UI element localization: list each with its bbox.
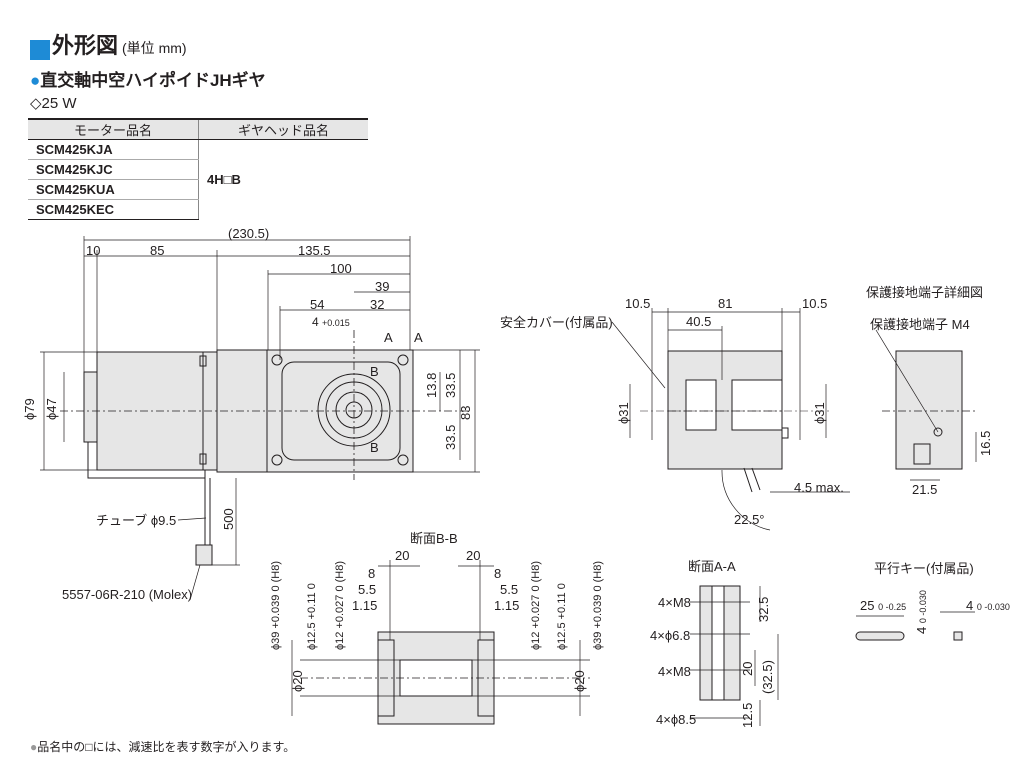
dim-4-5-max: 4.5 max. [794, 480, 844, 495]
dim-4-value: 4 [312, 315, 319, 329]
title-text: 外形図 [52, 33, 119, 58]
dim-bb-1-15-left: 1.15 [352, 598, 378, 613]
dim-39: 39 [375, 279, 390, 294]
dim-bb-5-5-left: 5.5 [358, 582, 377, 597]
dim-85: 85 [150, 243, 165, 258]
dim-aa-32-5: 32.5 [756, 596, 771, 622]
dim-83: 83 [458, 405, 473, 420]
dim-21-5: 21.5 [912, 482, 938, 497]
bullet-dot: ● [30, 71, 41, 90]
dim-key-4-b: 4 0 -0.030 [966, 598, 1010, 613]
motor-name: SCM425KUA [28, 179, 199, 200]
dim-4-tolerance: +0.015 [322, 318, 350, 328]
dim-r81: 81 [718, 296, 733, 311]
motor-name: SCM425KJA [28, 139, 199, 160]
dim-aa-4m8-top: 4×M8 [658, 595, 691, 610]
safety-cover-label: 安全カバー(付属品) [500, 315, 613, 330]
dim-r-phi31-left: ϕ31 [616, 402, 631, 424]
dim-10: 10 [86, 243, 101, 258]
dim-500: 500 [221, 508, 236, 530]
motor-name: SCM425KEC [28, 199, 199, 220]
dim-13-8: 13.8 [424, 372, 439, 398]
motor-name: SCM425KJC [28, 159, 199, 180]
footnote: ●品名中の□には、減速比を表す数字が入ります。 [30, 738, 295, 755]
dim-bb-phi12-right: ϕ12 +0.027 0 (H8) [530, 560, 542, 650]
dim-key-25: 25 0 -0.25 [860, 598, 906, 613]
dim-r10-5-right: 10.5 [802, 296, 828, 311]
dim-bb-8-right: 8 [494, 566, 502, 581]
dim-bb-phi12-5-left: ϕ12.5 +0.11 0 [306, 583, 318, 650]
dim-aa-32-5-ref: (32.5) [760, 660, 775, 694]
subtitle: ●直交軸中空ハイポイドJHギヤ [30, 66, 266, 91]
col-gearhead: ギヤヘッド品名 [198, 118, 368, 140]
dim-54: 54 [310, 297, 325, 312]
dim-key-4-a-value: 4 [914, 626, 929, 634]
footnote-bullet: ● [30, 740, 38, 754]
dim-bb-1-15-right: 1.15 [494, 598, 520, 613]
unit-label: (単位 mm) [122, 40, 187, 56]
dim-bb-phi12-left: ϕ12 +0.027 0 (H8) [334, 560, 346, 650]
section-mark-a2: A [414, 330, 423, 345]
power-label: ◇25 W [30, 95, 77, 112]
dim-bb-20-right: 20 [466, 548, 481, 563]
dim-phi47: ϕ47 [44, 398, 59, 420]
detail-terminal-label: 保護接地端子 M4 [870, 317, 970, 332]
section-aa-title: 断面A-A [688, 559, 736, 574]
key-title: 平行キー(付属品) [874, 561, 974, 576]
dim-key-25-value: 25 [860, 598, 875, 613]
dim-32: 32 [370, 297, 385, 312]
gearhead-name: 4H□B [207, 172, 241, 188]
detail-title: 保護接地端子詳細図 [866, 285, 984, 300]
dim-r40-5: 40.5 [686, 314, 712, 329]
dim-bb-phi39-left: ϕ39 +0.039 0 (H8) [270, 560, 282, 650]
dim-33-5-top: 33.5 [443, 372, 458, 398]
dim-aa-20: 20 [740, 661, 755, 676]
title-marker [30, 40, 50, 60]
section-mark-b2: B [370, 440, 379, 455]
dim-bb-5-5-right: 5.5 [500, 582, 519, 597]
dim-aa-12-5: 12.5 [740, 702, 755, 728]
page-title: 外形図 (単位 mm) [30, 28, 187, 60]
col-motor: モーター品名 [28, 118, 199, 140]
tube-label: チューブ ϕ9.5 [96, 513, 177, 528]
connector-label: 5557-06R-210 (Molex) [62, 587, 193, 602]
dim-r10-5-left: 10.5 [625, 296, 651, 311]
dim-r-phi31-right: ϕ31 [812, 402, 827, 424]
dim-bb-20-left: 20 [395, 548, 410, 563]
subtitle-text: 直交軸中空ハイポイドJHギヤ [40, 71, 266, 90]
dim-key-4-b-value: 4 [966, 598, 974, 613]
dim-aa-4phi8-5: 4×ϕ8.5 [656, 712, 697, 727]
dim-aa-4phi6-8: 4×ϕ6.8 [650, 628, 691, 643]
section-bb-title: 断面B-B [410, 531, 458, 546]
section-mark-b1: B [370, 364, 379, 379]
dim-phi79: ϕ79 [22, 398, 37, 420]
dim-aa-4m8-bottom: 4×M8 [658, 664, 691, 679]
dim-16-5: 16.5 [978, 430, 993, 456]
dim-key-4-b-tolerance: 0 -0.030 [976, 602, 1010, 612]
model-table: モーター品名 ギヤヘッド品名 SCM425KJA 4H□B SCM425KJC … [28, 118, 368, 220]
dim-bb-phi20-left: ϕ20 [290, 670, 305, 692]
dim-100: 100 [330, 261, 352, 276]
dim-bb-phi12-5-right: ϕ12.5 +0.11 0 [556, 583, 568, 650]
dim-key-4-a-tolerance: 0 -0.030 [918, 590, 928, 624]
dim-bb-phi20-right: ϕ20 [572, 670, 587, 692]
dim-total-length: (230.5) [228, 226, 270, 241]
dim-33-5-bottom: 33.5 [443, 424, 458, 450]
footnote-text: 品名中の□には、減速比を表す数字が入ります。 [37, 740, 296, 754]
dim-4-tol: 4 +0.015 [312, 315, 350, 329]
dim-bb-8-left: 8 [368, 566, 376, 581]
dim-135-5: 135.5 [298, 243, 331, 258]
section-mark-a1: A [384, 330, 393, 345]
dim-bb-phi39-right: ϕ39 +0.039 0 (H8) [592, 560, 604, 650]
dim-key-25-tolerance: 0 -0.25 [878, 602, 907, 612]
dim-key-4-a: 4 0 -0.030 [914, 590, 929, 634]
dim-22-5-deg: 22.5° [734, 512, 765, 527]
